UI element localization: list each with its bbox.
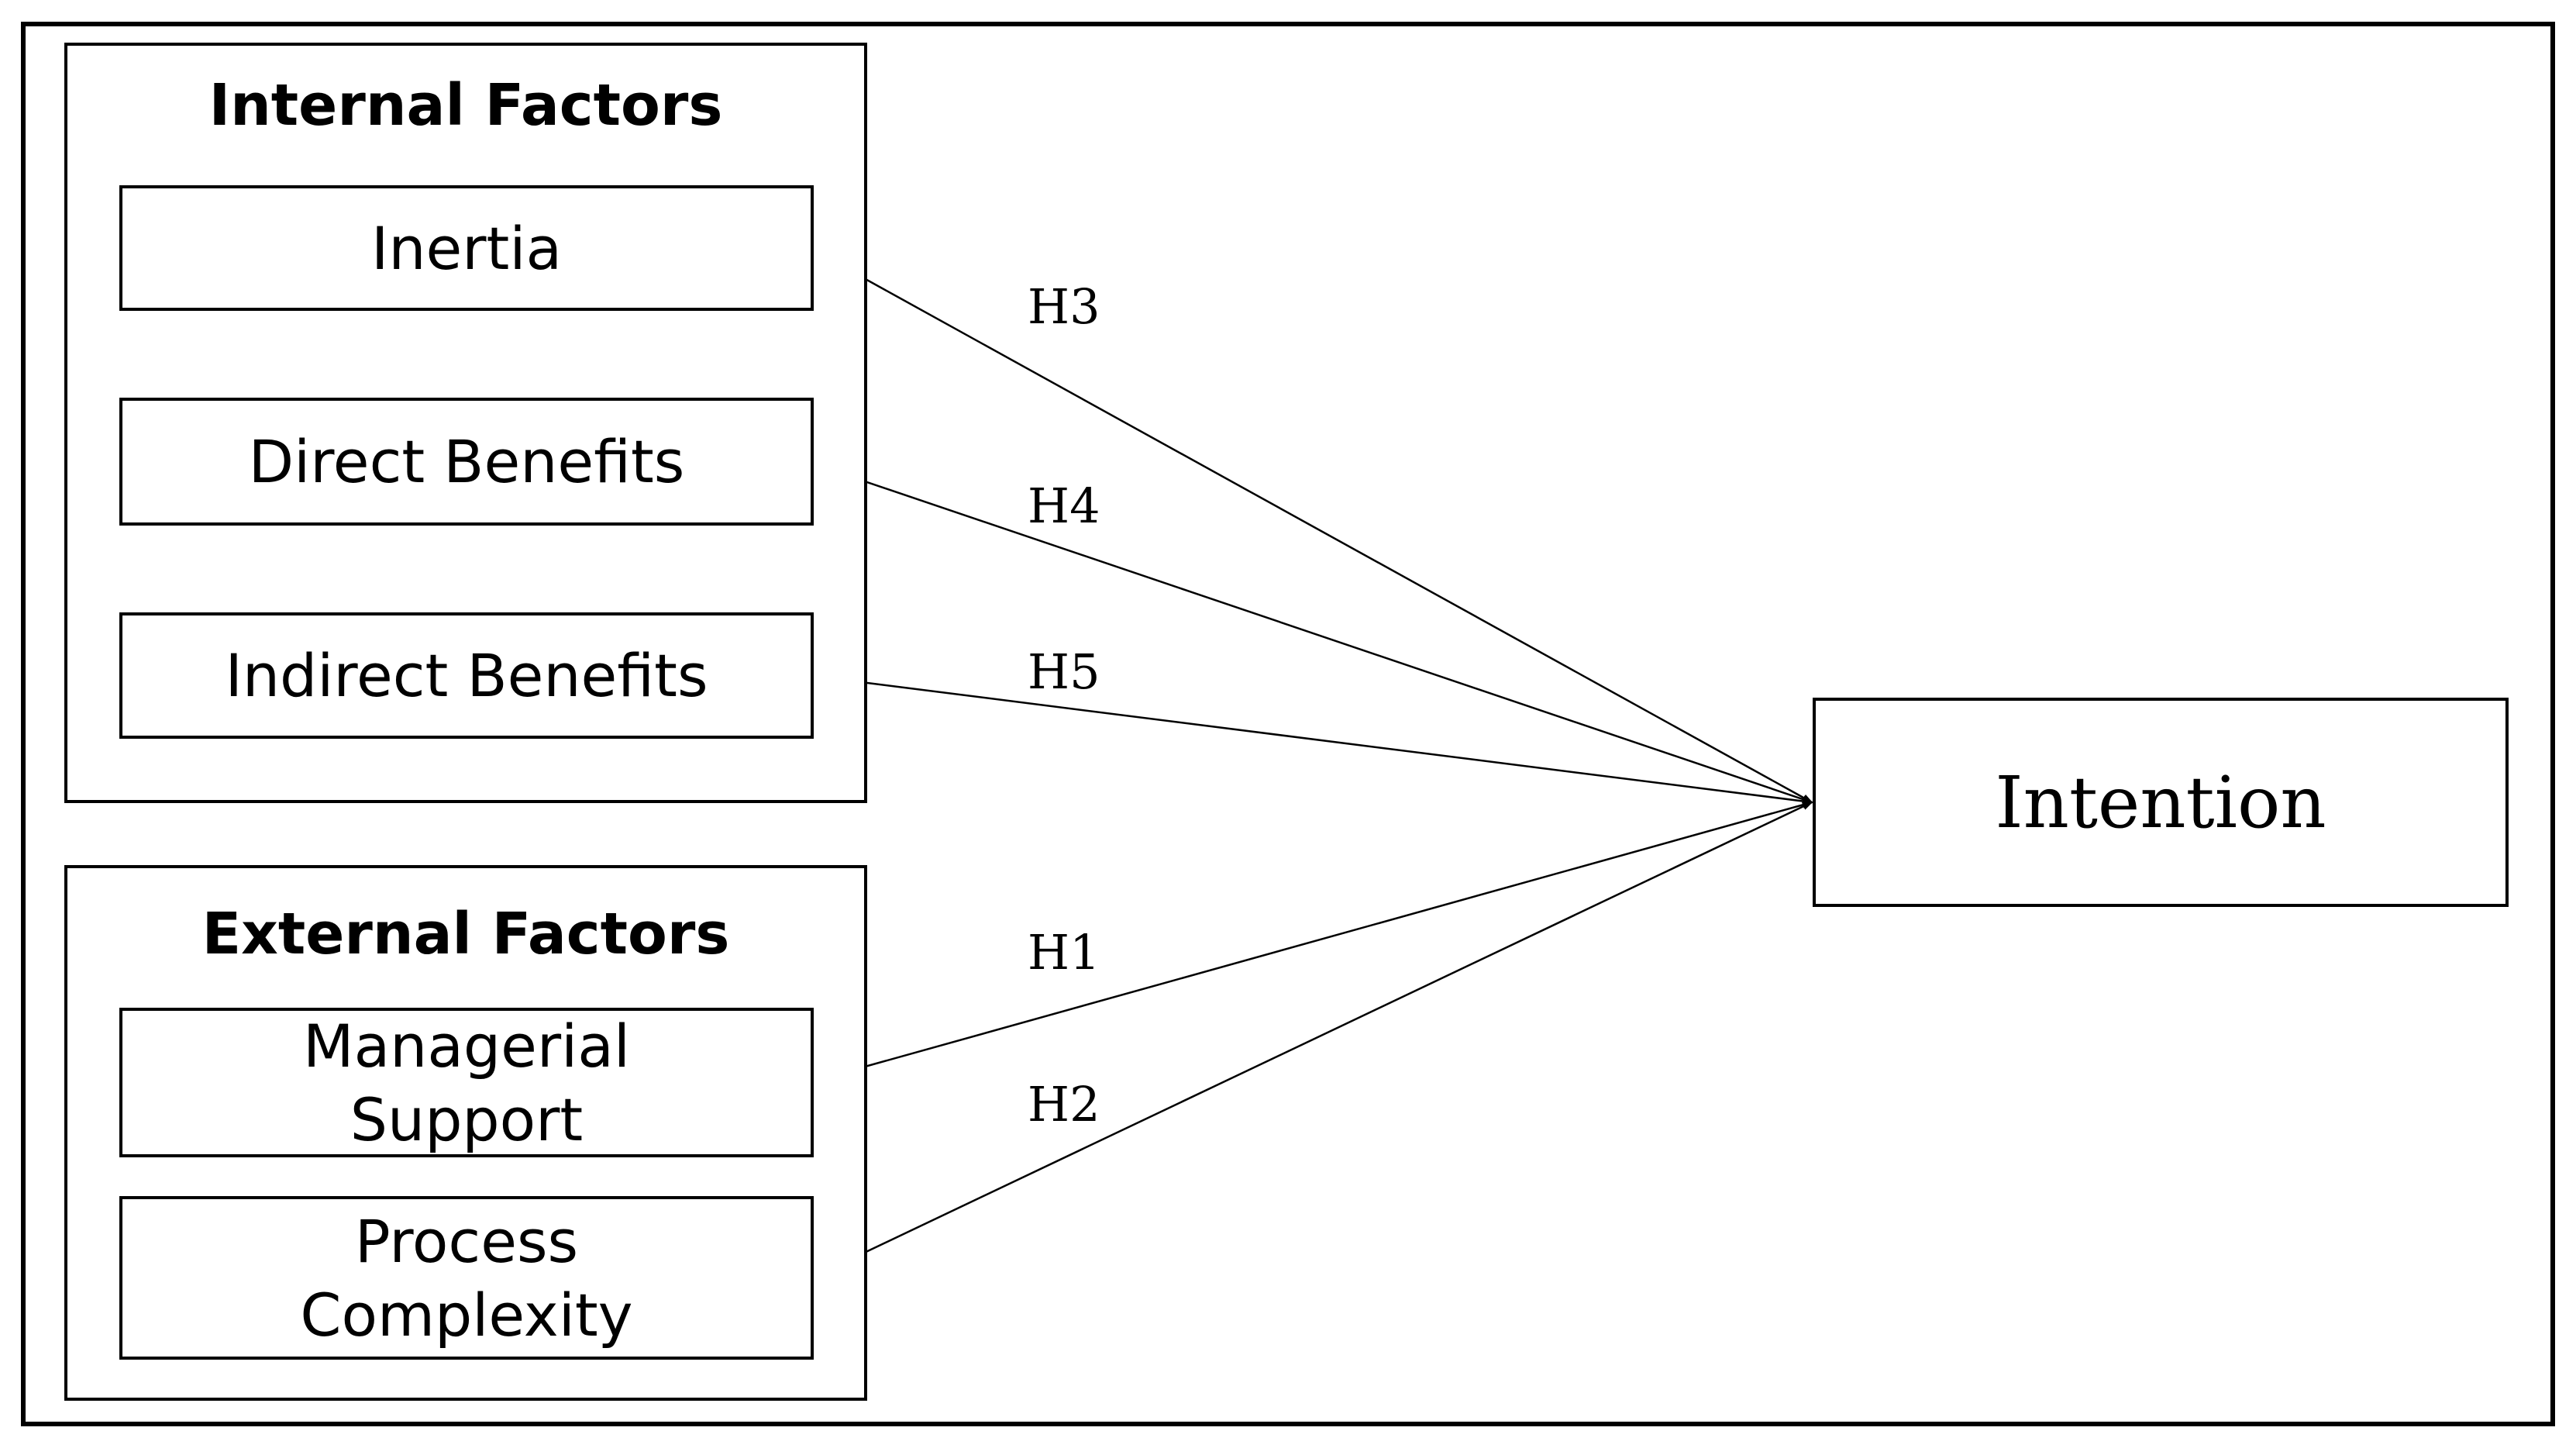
indirect-benefits-label: Indirect Benefits [225,641,708,710]
managerial-support-box: Managerial Support [119,1008,814,1157]
managerial-support-label: Managerial Support [303,1011,630,1154]
hypothesis-label-h1: H1 [1028,924,1100,981]
inertia-box: Inertia [119,185,814,311]
intention-box: Intention [1813,698,2509,907]
inertia-label: Inertia [370,213,563,283]
hypothesis-label-h5: H5 [1028,643,1100,700]
hypothesis-label-h4: H4 [1028,478,1100,534]
hypothesis-label-h2: H2 [1028,1076,1100,1133]
process-complexity-box: Process Complexity [119,1196,814,1360]
external-factors-title: External Factors [201,901,730,967]
indirect-benefits-box: Indirect Benefits [119,612,814,739]
process-complexity-label: Process Complexity [300,1206,633,1350]
direct-benefits-label: Direct Benefits [248,427,685,496]
intention-label: Intention [1995,760,2326,844]
hypothesis-label-h3: H3 [1028,278,1100,335]
direct-benefits-box: Direct Benefits [119,398,814,526]
internal-factors-title: Internal Factors [208,72,723,139]
